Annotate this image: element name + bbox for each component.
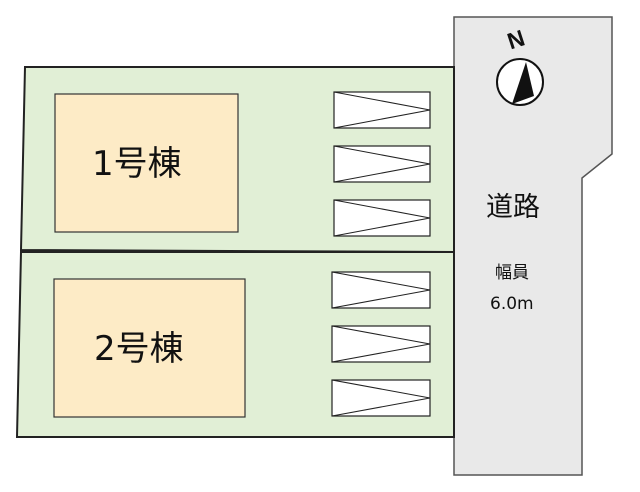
road-label: 道路 — [486, 192, 540, 223]
north-arrow-icon — [496, 58, 544, 106]
building-2-label: 2号棟 — [94, 329, 184, 369]
parking-space — [331, 271, 431, 309]
building-1 — [54, 93, 239, 233]
parking-space — [333, 145, 431, 183]
parking-space — [331, 325, 431, 363]
road-area — [453, 16, 613, 476]
parking-space — [331, 379, 431, 417]
north-label: N — [504, 24, 528, 54]
road-width-label: 幅員 — [495, 263, 529, 283]
building-1-label: 1号棟 — [92, 144, 182, 184]
parking-space — [333, 91, 431, 129]
road-width-value: 6.0m — [490, 294, 534, 314]
parking-space — [333, 199, 431, 237]
building-2 — [53, 278, 246, 418]
